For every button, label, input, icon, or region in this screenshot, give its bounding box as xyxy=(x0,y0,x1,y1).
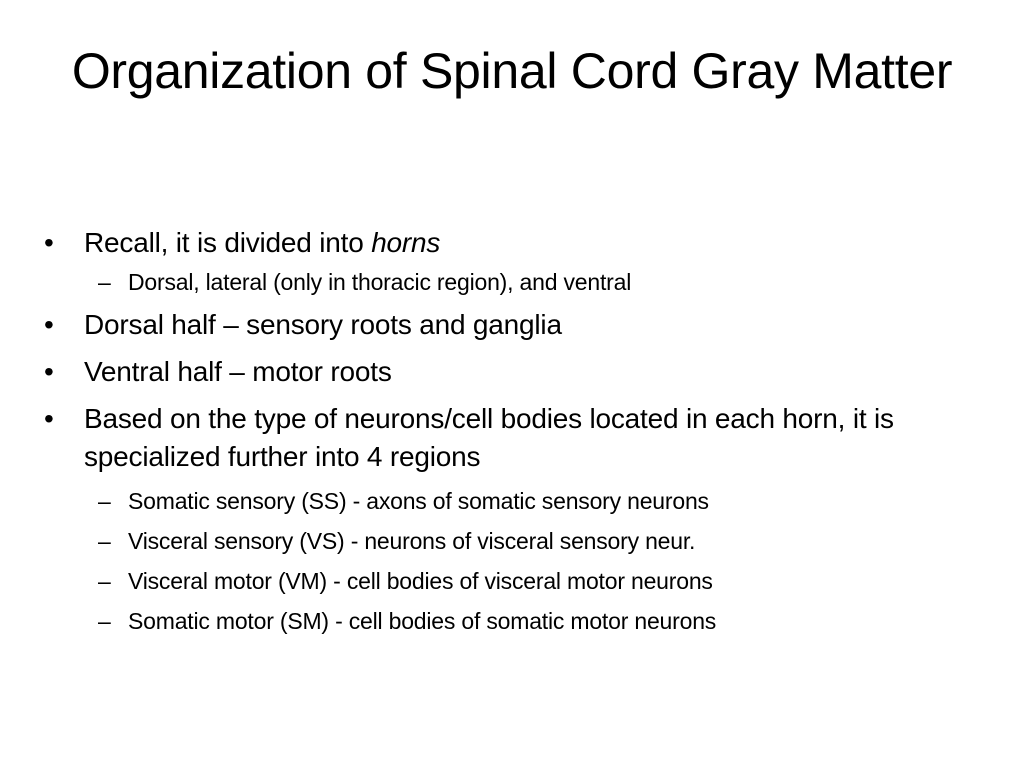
bullet-list: • Recall, it is divided into horns – Dor… xyxy=(44,224,974,636)
bullet-item: • Dorsal half – sensory roots and gangli… xyxy=(44,306,974,344)
dash-marker: – xyxy=(98,528,111,554)
sub-bullet-text: Somatic sensory (SS) - axons of somatic … xyxy=(128,488,709,514)
slide-title: Organization of Spinal Cord Gray Matter xyxy=(71,43,953,99)
bullet-marker: • xyxy=(44,309,54,340)
dash-marker: – xyxy=(98,568,111,594)
sub-bullet-text: Visceral motor (VM) - cell bodies of vis… xyxy=(128,568,713,594)
sub-bullet-item: – Dorsal, lateral (only in thoracic regi… xyxy=(44,267,974,297)
sub-bullet-text: Dorsal, lateral (only in thoracic region… xyxy=(128,269,632,295)
bullet-text: Based on the type of neurons/cell bodies… xyxy=(84,403,894,472)
emphasis-text: horns xyxy=(371,227,441,258)
dash-marker: – xyxy=(98,269,111,295)
dash-marker: – xyxy=(98,488,111,514)
sub-bullet-text: Visceral sensory (VS) - neurons of visce… xyxy=(128,528,696,554)
bullet-marker: • xyxy=(44,403,54,434)
sub-bullet-item: – Somatic motor (SM) - cell bodies of so… xyxy=(44,606,974,636)
bullet-item: • Recall, it is divided into horns xyxy=(44,224,974,262)
bullet-text: Recall, it is divided into xyxy=(84,227,372,258)
dash-marker: – xyxy=(98,608,111,634)
bullet-text: Dorsal half – sensory roots and ganglia xyxy=(84,309,562,340)
bullet-marker: • xyxy=(44,356,54,387)
bullet-marker: • xyxy=(44,227,54,258)
sub-bullet-item: – Visceral motor (VM) - cell bodies of v… xyxy=(44,566,974,596)
sub-bullet-item: – Visceral sensory (VS) - neurons of vis… xyxy=(44,526,974,556)
sub-bullet-text: Somatic motor (SM) - cell bodies of soma… xyxy=(128,608,717,634)
bullet-item: • Ventral half – motor roots xyxy=(44,353,974,391)
bullet-text: Ventral half – motor roots xyxy=(84,356,392,387)
sub-bullet-item: – Somatic sensory (SS) - axons of somati… xyxy=(44,486,974,516)
bullet-item: • Based on the type of neurons/cell bodi… xyxy=(44,400,974,476)
